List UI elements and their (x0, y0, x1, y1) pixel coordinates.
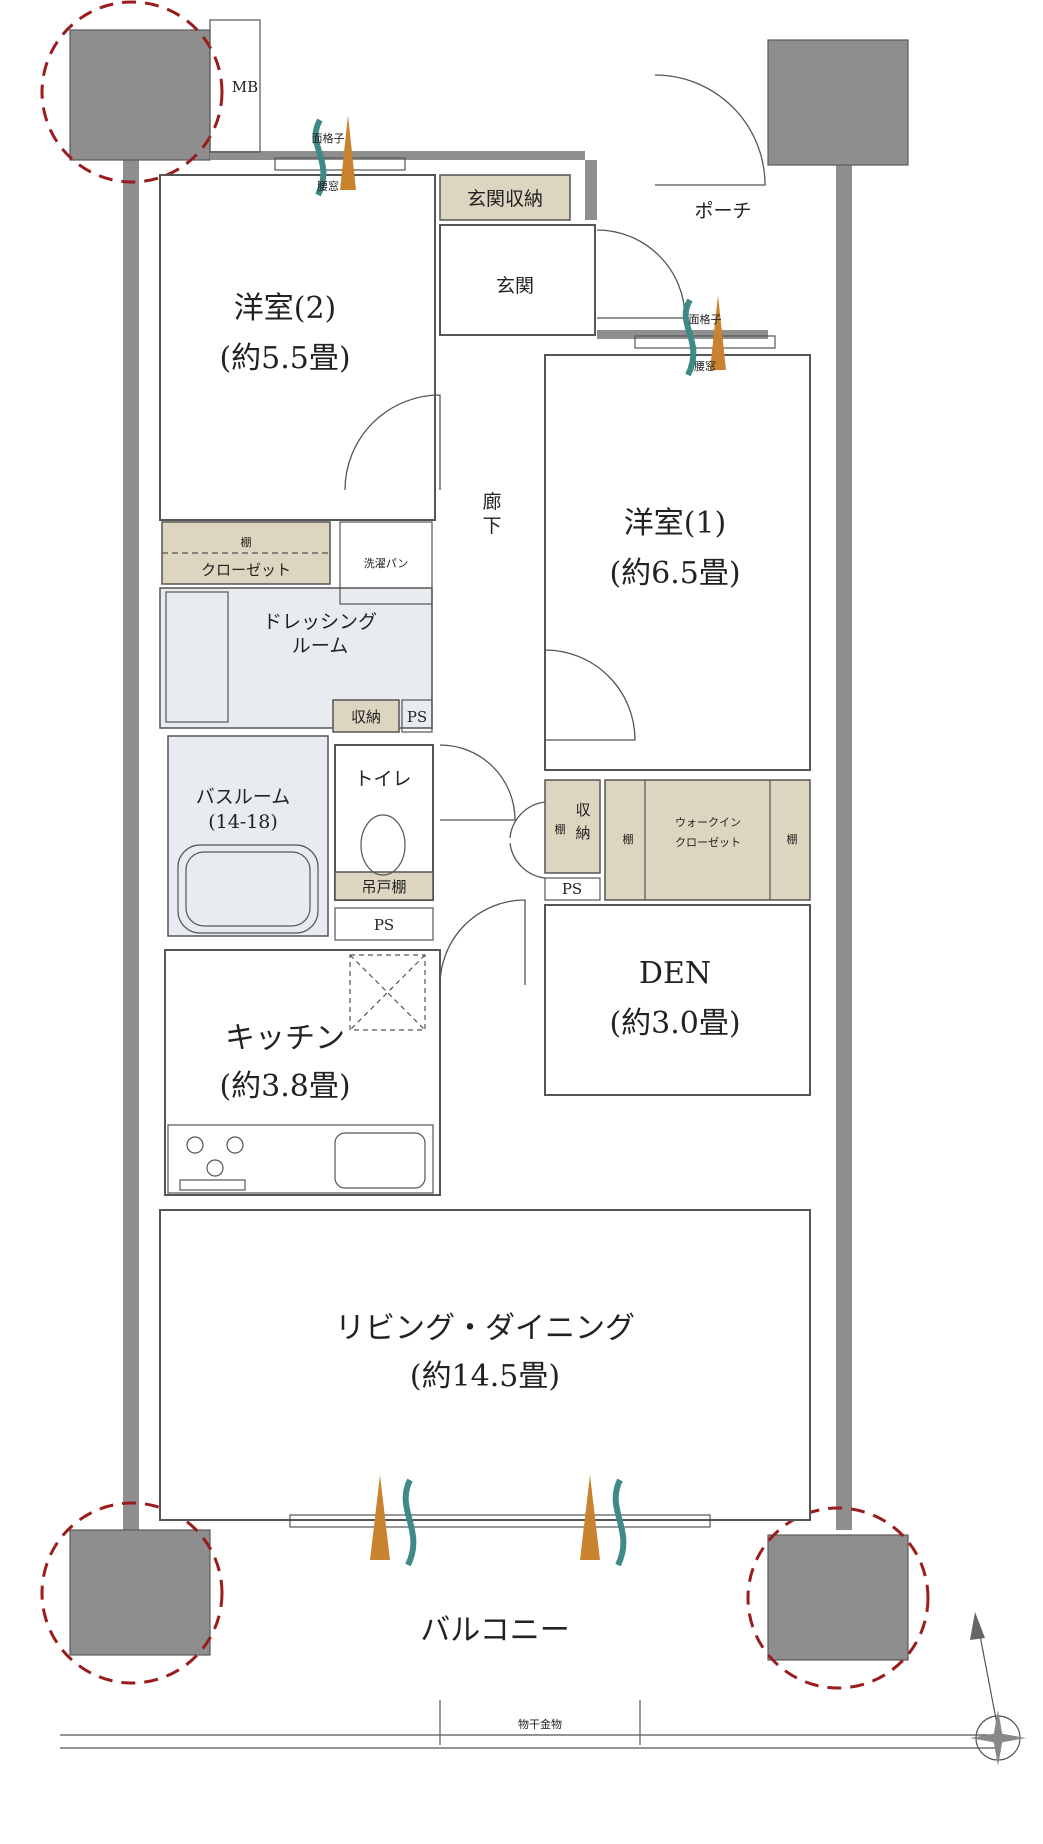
porch-label: ポーチ (694, 200, 751, 222)
waist-window-right-label: 腰窓 (694, 359, 716, 373)
western2-size: (約5.5畳) (219, 341, 350, 376)
hanging-shelf (334, 871, 434, 901)
room-entrance (439, 224, 596, 336)
kitchen-counter (167, 1124, 434, 1194)
western1-name: 洋室(1) (624, 506, 727, 541)
den-name: DEN (639, 956, 711, 991)
ps-toilet-label: PS (374, 916, 394, 934)
meter-box (209, 19, 261, 153)
ps-dressing-label: PS (407, 708, 427, 726)
room-western-1 (544, 354, 811, 771)
dressing-line2: ルーム (292, 635, 348, 657)
hall-storage-label-2: 納 (575, 824, 590, 842)
rooms (159, 174, 811, 1521)
closet-shelf-label: 棚 (241, 535, 252, 549)
bath-line1: バスルーム (196, 786, 290, 808)
airflow-icon (312, 115, 726, 1567)
western2-name: 洋室(2) (234, 291, 337, 326)
column-top-right (767, 39, 909, 166)
compass-north-icon (970, 1612, 1026, 1766)
balcony-label: バルコニー (420, 1613, 569, 1648)
shoe-storage-label: 玄関収納 (467, 188, 543, 210)
doors (344, 74, 766, 986)
hall-storage (544, 779, 601, 874)
hall-storage-label-1: 収 (575, 801, 590, 819)
wic-line1: ウォークイン (675, 816, 741, 829)
hanging-shelf-label: 吊戸棚 (361, 878, 406, 896)
room-kitchen (164, 949, 441, 1196)
wic-line2: クローゼット (675, 836, 741, 849)
ps-hall-box (544, 877, 601, 901)
column-top-left (69, 29, 211, 161)
den-size: (約3.0畳) (609, 1006, 740, 1041)
labels: 洋室(2) (約5.5畳) 洋室(1) (約6.5畳) DEN (約3.0畳) … (196, 131, 798, 1731)
grille-right-label: 面格子 (689, 312, 722, 326)
washer-pan-label: 洗濯パン (364, 557, 409, 570)
corridor-label-2: 下 (482, 515, 501, 537)
toilet-bowl (360, 814, 406, 876)
room-den (544, 904, 811, 1096)
windows (274, 157, 776, 1528)
corridor-label-1: 廊 (482, 491, 501, 513)
hall-shelf-label: 棚 (555, 822, 566, 836)
column-highlights (40, 0, 930, 1690)
closet-label: クローゼット (201, 561, 291, 579)
meter-box-label: MB (232, 78, 258, 96)
waist-window-top-label: 腰窓 (317, 179, 339, 193)
walk-in-closet (604, 779, 811, 901)
kitchen-name: キッチン (225, 1021, 345, 1056)
room-western-2 (159, 174, 436, 521)
entrance-label: 玄関 (496, 275, 534, 297)
bathtub (177, 844, 319, 934)
toilet-label: トイレ (354, 768, 411, 790)
column-bottom-right (767, 1534, 909, 1661)
shoe-storage (439, 174, 571, 221)
laundry-pole-label: 物干金物 (518, 1717, 562, 1731)
room-living-dining (159, 1209, 811, 1521)
dressing-storage-label: 収納 (351, 708, 381, 726)
dressing-line1: ドレッシング (263, 611, 377, 633)
room-bath (167, 735, 329, 937)
dressing-storage (332, 699, 400, 733)
column-bottom-left (69, 1529, 211, 1656)
balcony-railing (60, 1700, 1000, 1749)
ps-hall-label: PS (562, 880, 582, 898)
kitchen-size: (約3.8畳) (219, 1069, 350, 1104)
wic-shelf-right-label: 棚 (787, 832, 798, 846)
living-size: (約14.5畳) (410, 1359, 560, 1394)
kitchen-sink (334, 1132, 426, 1189)
bath-line2: (14-18) (208, 811, 278, 833)
western1-size: (約6.5畳) (609, 556, 740, 591)
structure (69, 29, 909, 1661)
wic-shelf-left-label: 棚 (623, 832, 634, 846)
grille-top-label: 面格子 (312, 131, 345, 145)
washer-pan (339, 521, 433, 605)
room-dressing (159, 587, 433, 729)
gas-burner-icon (179, 1136, 246, 1191)
ps-toilet-box (334, 907, 434, 941)
living-name: リビング・ダイニング (335, 1311, 635, 1346)
